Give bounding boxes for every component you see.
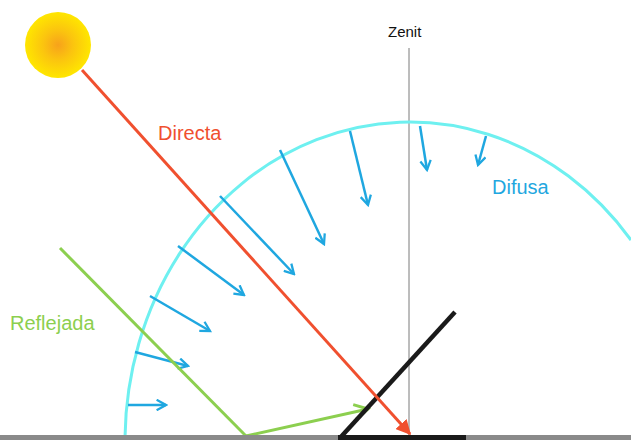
- sun: [25, 12, 91, 78]
- diffuse-arrows: [128, 126, 486, 405]
- diffuse-label: Difusa: [490, 176, 551, 198]
- zenith-line: [409, 48, 410, 437]
- panel-base: [338, 435, 466, 440]
- direct-label: Directa: [156, 122, 223, 144]
- zenith-label: Zenit: [386, 24, 423, 41]
- ground: [0, 435, 631, 440]
- reflected-ray: [60, 248, 368, 436]
- direct-ray: [82, 70, 410, 434]
- reflected-label: Reflejada: [8, 312, 97, 334]
